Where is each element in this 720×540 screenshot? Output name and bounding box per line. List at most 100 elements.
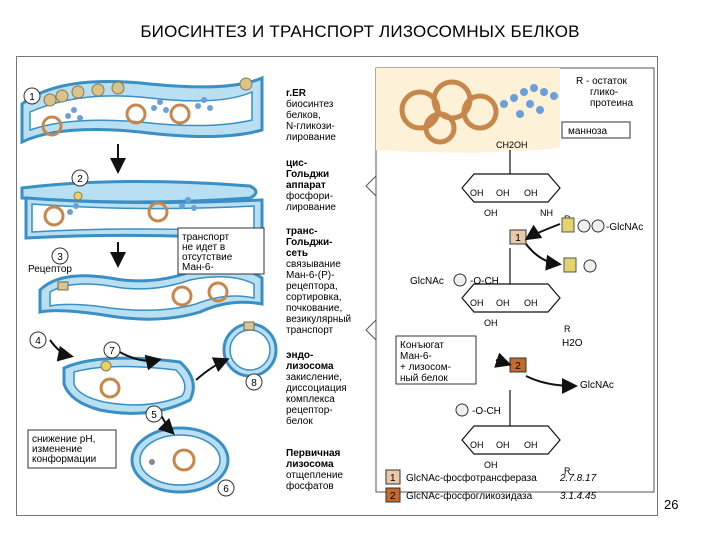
- ribosomes: [43, 77, 253, 107]
- step-num-3: 3: [57, 252, 63, 263]
- enzyme-step-2: 2: [509, 357, 527, 373]
- svg-text:1: 1: [390, 473, 396, 484]
- enzyme-step-1: 1: [509, 229, 527, 245]
- step4-l5: рецептор-: [286, 405, 333, 416]
- golgi-mannose: [67, 197, 197, 215]
- o-ch2-label-1: -O-CH: [470, 276, 499, 287]
- step2-l3: фосфори-: [286, 190, 333, 202]
- step2-l4: лирование: [286, 202, 336, 213]
- step-num-8: 8: [251, 378, 257, 389]
- step6-l1: лизосома: [286, 459, 334, 470]
- transport-note-line1: транспорт: [182, 232, 230, 243]
- svg-text:OH: OH: [524, 440, 538, 450]
- step2-l0: цис-: [286, 158, 307, 169]
- step-numbers: 1 2 3 4 5 6 7 8: [29, 92, 257, 495]
- panel-arrows: [494, 223, 578, 394]
- sugar-rings: [461, 150, 561, 455]
- r-label-2: глико-: [590, 87, 618, 98]
- svg-text:OH: OH: [470, 440, 484, 450]
- mannose-tree: [65, 97, 213, 121]
- step3-l5: рецептора,: [286, 281, 338, 292]
- step4-l3: диссоциация: [286, 383, 347, 394]
- svg-text:ный белок: ный белок: [400, 372, 448, 384]
- step-num-5: 5: [151, 410, 157, 421]
- step-num-1: 1: [29, 92, 35, 103]
- step4-l4: комплекса: [286, 394, 335, 405]
- h2o-label: H2O: [562, 338, 583, 349]
- svg-text:1: 1: [515, 233, 521, 244]
- svg-text:Конъюгат: Конъюгат: [400, 340, 444, 351]
- page-number: 26: [664, 497, 679, 512]
- svg-text:OH: OH: [470, 298, 484, 308]
- step4-l1: лизосома: [286, 361, 334, 372]
- step-circles: [23, 87, 263, 497]
- panel-labels: R - остаток глико- протеина манноза -Glc…: [410, 76, 643, 417]
- svg-text:OH: OH: [484, 460, 498, 470]
- recycling-vesicle: [222, 321, 278, 378]
- step3-l9: транспорт: [286, 325, 334, 336]
- mannose-label: манноза: [568, 126, 608, 137]
- step-descriptions: r.ER биосинтез белков, N-гликози- лирова…: [286, 88, 351, 492]
- svg-text:CH2OH: CH2OH: [496, 140, 528, 150]
- step3-l6: сортировка,: [286, 292, 342, 303]
- transport-note-line2: не идет в: [182, 242, 225, 253]
- svg-text:OH: OH: [524, 298, 538, 308]
- step3-l8: везикулярный: [286, 314, 351, 325]
- svg-text:R: R: [564, 466, 571, 476]
- glcnac-label-1: GlcNAc: [410, 276, 444, 287]
- glcnac-donor-label: -GlcNAc: [606, 222, 643, 233]
- enzyme-2-name: GlcNAc-фосфогликозидаза: [406, 490, 533, 502]
- step-num-7: 7: [109, 346, 115, 357]
- panel-mannose-chain: [500, 84, 558, 118]
- step-num-4: 4: [35, 336, 41, 347]
- r-label-3: протеина: [590, 98, 633, 109]
- primary-lysosome: [130, 426, 230, 494]
- step1-l2: белков,: [286, 109, 321, 121]
- udp-glcnac-donor: [561, 217, 605, 273]
- ph-note-line2: изменение: [32, 444, 83, 455]
- step4-l0: эндо-: [286, 350, 313, 361]
- svg-text:OH: OH: [470, 188, 484, 198]
- step4-l6: белок: [286, 415, 313, 427]
- step-num-2: 2: [77, 174, 83, 185]
- svg-text:OH: OH: [496, 298, 510, 308]
- svg-text:OH: OH: [484, 318, 498, 328]
- conjugate-note: [395, 335, 477, 385]
- svg-text:Ман-6-: Ман-6-: [400, 351, 432, 362]
- protein-tangle: [399, 79, 499, 145]
- enzyme-1-ec: 2.7.8.17: [559, 473, 597, 484]
- svg-text:+ лизосом-: + лизосом-: [400, 362, 451, 373]
- ph-note: [27, 429, 117, 469]
- step1-l1: биосинтез: [286, 98, 334, 110]
- step3-l4: Ман-6-(P)-: [286, 270, 334, 281]
- golgi-proteins: [43, 191, 169, 227]
- transport-note-line4: Ман-6-: [182, 262, 214, 273]
- step1-l4: лирование: [286, 132, 336, 143]
- step2-l2: аппарат: [286, 180, 326, 191]
- svg-text:2: 2: [515, 361, 521, 372]
- step3-l2: сеть: [286, 248, 308, 259]
- enzyme-legend-text: 1 2 GlcNAc-фосфотрансфераза 2.7.8.17 Glc…: [390, 472, 597, 502]
- figure-frame: [16, 56, 658, 516]
- step3-l7: почкование,: [286, 303, 342, 314]
- svg-text:OH: OH: [524, 188, 538, 198]
- transport-note: [177, 227, 265, 275]
- o-ch2-label-2: -O-CH: [472, 406, 501, 417]
- glcnac-label-2: GlcNAc: [580, 380, 614, 391]
- receptor-label: Рецептор: [28, 264, 72, 275]
- ph-note-line3: конформации: [32, 453, 96, 465]
- step4-l2: закисление,: [286, 372, 342, 383]
- endolysosome: [62, 356, 195, 415]
- chemistry-panel: [365, 67, 655, 493]
- step1-l0: r.ER: [286, 88, 307, 99]
- svg-text:NH: NH: [540, 208, 553, 218]
- trans-golgi-membrane: [38, 266, 264, 321]
- step3-l3: связывание: [286, 259, 341, 270]
- svg-text:OH: OH: [484, 208, 498, 218]
- step-num-6: 6: [223, 484, 229, 495]
- enzyme-legend: [385, 469, 401, 503]
- conjugate-note-text: Конъюгат Ман-6- + лизосом- ный белок: [400, 340, 451, 384]
- page-title: БИОСИНТЕЗ И ТРАНСПОРТ ЛИЗОСОМНЫХ БЕЛКОВ: [140, 22, 580, 41]
- phosphate-groups: [453, 273, 469, 417]
